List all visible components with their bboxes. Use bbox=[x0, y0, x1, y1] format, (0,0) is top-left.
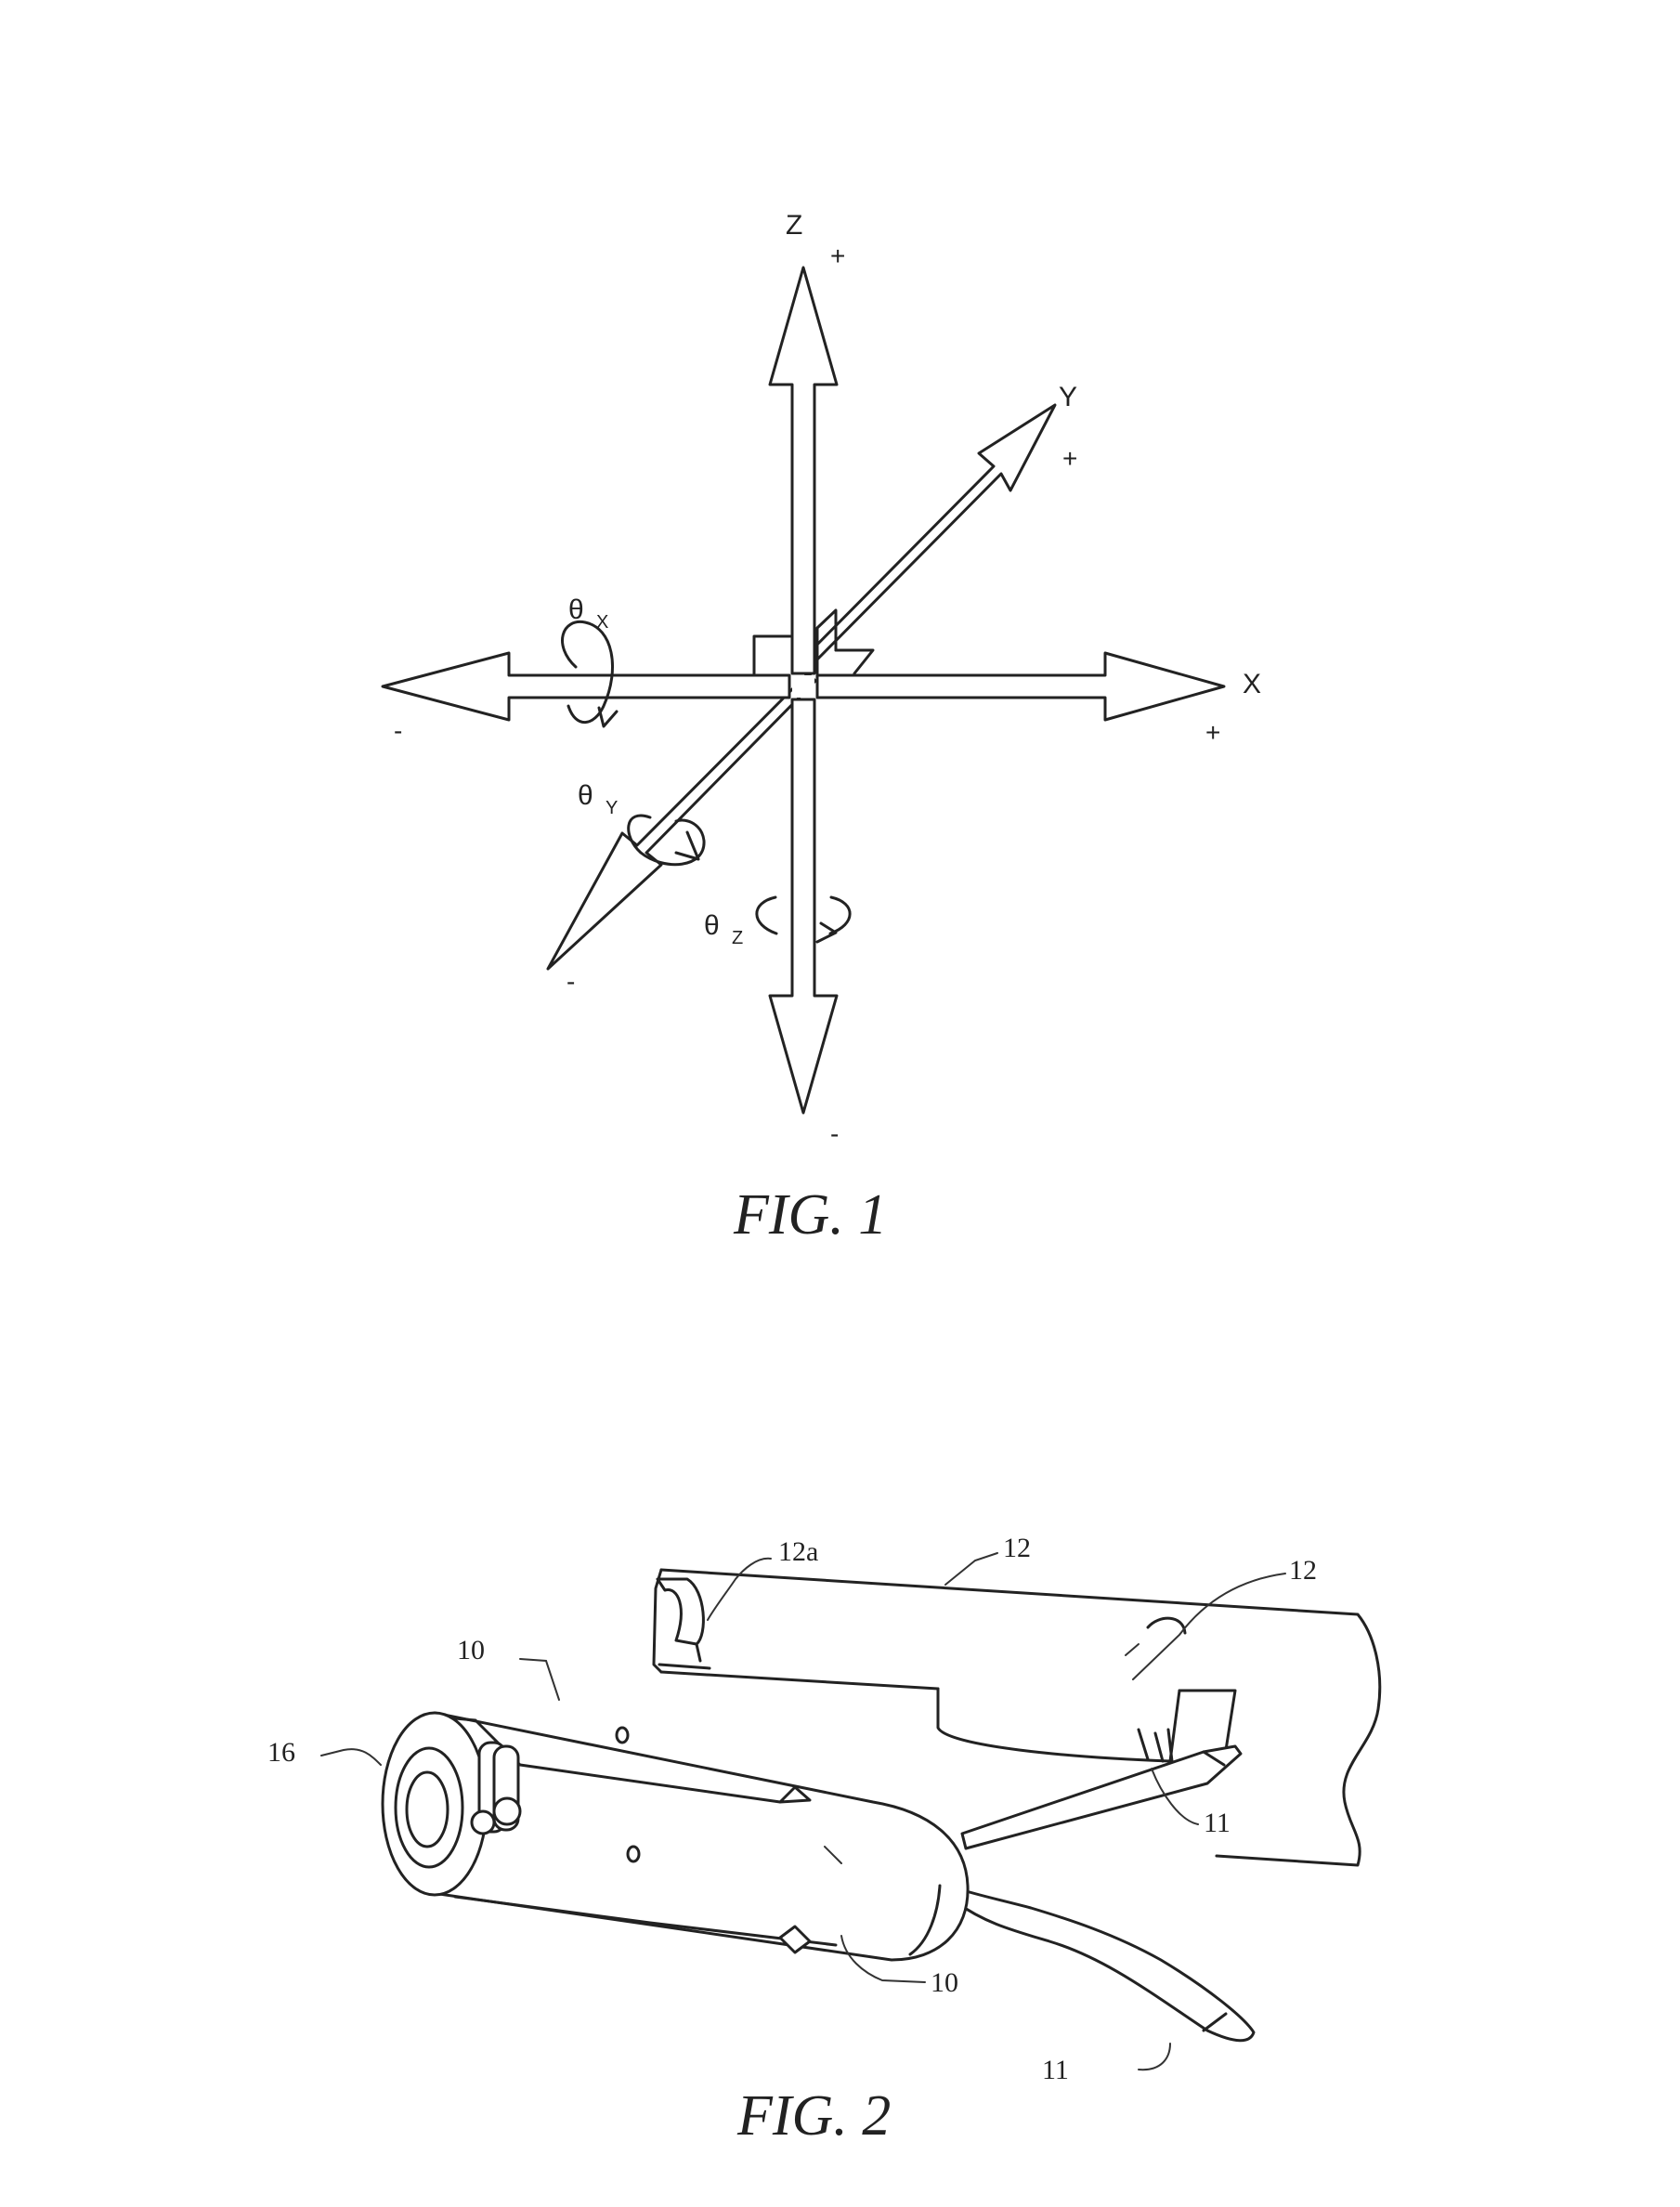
cylinder-body-10 bbox=[383, 1713, 968, 1960]
ref-12a-label: 12a bbox=[778, 1536, 818, 1567]
fig1-caption: FIG. 1 bbox=[733, 1183, 887, 1247]
ref-11-top-label: 11 bbox=[1204, 1808, 1231, 1838]
y-negative-sign: - bbox=[567, 967, 575, 996]
ref-11-bottom-label: 11 bbox=[1042, 2055, 1069, 2085]
y-positive-sign: + bbox=[1062, 444, 1077, 473]
fig1-axes-diagram: θ X θ Y θ Z Z + Y + X + - - - FIG. 1 bbox=[383, 210, 1261, 1247]
theta-z-symbol: θ bbox=[704, 910, 720, 941]
ref-10-top-label: 10 bbox=[457, 1635, 485, 1665]
theta-x-subscript: X bbox=[596, 612, 608, 633]
fig2-instrument-diagram: 12a 12 12 10 16 11 10 11 FIG. 2 bbox=[267, 1533, 1380, 2148]
theta-x-symbol: θ bbox=[568, 594, 584, 625]
x-axis-label: X bbox=[1243, 669, 1261, 699]
z-positive-sign: + bbox=[830, 242, 845, 270]
theta-y-symbol: θ bbox=[578, 780, 593, 811]
x-negative-sign: - bbox=[394, 716, 402, 745]
ref-16-label: 16 bbox=[267, 1737, 295, 1768]
theta-z-subscript: Z bbox=[732, 928, 743, 948]
z-axis-label: Z bbox=[786, 210, 802, 241]
y-axis-label: Y bbox=[1059, 382, 1077, 412]
theta-y-subscript: Y bbox=[606, 798, 618, 818]
ref-12-right-label: 12 bbox=[1289, 1555, 1317, 1586]
ref-10-bottom-label: 10 bbox=[931, 1967, 958, 1998]
x-positive-sign: + bbox=[1205, 718, 1220, 747]
fig2-caption: FIG. 2 bbox=[736, 2084, 891, 2148]
jaws-11 bbox=[957, 1746, 1254, 2041]
ref-12-top-label: 12 bbox=[1003, 1533, 1031, 1563]
z-negative-sign: - bbox=[830, 1119, 839, 1148]
